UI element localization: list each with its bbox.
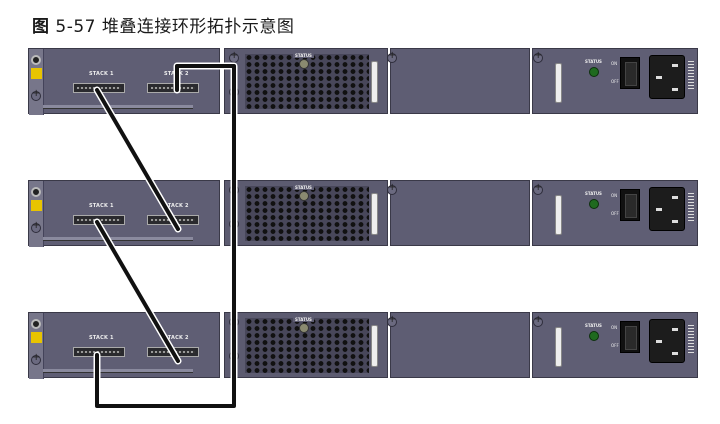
psu-handle[interactable] [555,195,562,235]
stack-port-1-label: STACK 1 [89,203,114,209]
switch-off-label: OFF [611,211,619,216]
psu-status-label: STATUS [585,59,602,64]
psu-handle[interactable] [555,63,562,103]
screw-icon [533,314,543,327]
fan-handle[interactable] [371,193,378,235]
rail [43,369,193,373]
power-module: STATUS ON OFF [532,180,698,246]
stack-module: STACK 1 STACK 2 [28,180,220,247]
warning-label-icon [31,68,42,79]
mounting-ear [29,313,44,379]
fan-module: STATUS [224,312,388,378]
switch-on-label: ON [611,193,618,198]
mounting-ear [29,49,44,115]
switch-on-label: ON [611,325,618,330]
psu-status-label: STATUS [585,191,602,196]
power-switch[interactable] [620,189,640,221]
blank-panel [387,48,530,114]
screw-icon [387,182,397,195]
blank-panel [387,312,530,378]
fan-handle[interactable] [371,325,378,367]
stack-port-2[interactable] [147,83,199,93]
screw-icon [387,314,397,327]
rail [43,105,193,109]
psu-status-led-icon [589,67,599,77]
power-switch[interactable] [620,57,640,89]
fan-status-label: STATUS [293,53,314,58]
psu-rating-label [688,193,694,223]
fan-status-led-icon [299,323,309,333]
fan-status-label: STATUS [293,317,314,322]
ground-screw-icon [31,55,41,65]
figure-number: 5-57 [55,17,96,37]
mounting-ear [29,181,44,247]
screw-icon [533,182,543,195]
switch-off-label: OFF [611,343,619,348]
psu-rating-label [688,325,694,355]
ground-screw-icon [31,187,41,197]
stack-port-1-label: STACK 1 [89,335,114,341]
screw-icon [533,50,543,63]
psu-status-label: STATUS [585,323,602,328]
cable-unit1-stack1-to-unit2-stack2 [95,88,180,231]
power-module: STATUS ON OFF [532,312,698,378]
figure-label: 图 [32,17,50,37]
stack-port-2-label: STACK 2 [164,203,189,209]
power-module: STATUS ON OFF [532,48,698,114]
switch-on-label: ON [611,61,618,66]
cable-unit3-stack1-to-unit1-stack2 [95,64,236,408]
rail [43,237,193,241]
switch-unit-1: STACK 1 STACK 2 STATUS STATUS ON OFF [28,48,698,115]
psu-status-led-icon [589,331,599,341]
fan-status-led-icon [299,191,309,201]
fan-status-label: STATUS [293,185,314,190]
fan-module: STATUS [224,180,388,246]
psu-rating-label [688,61,694,91]
figure-title: 堆叠连接环形拓扑示意图 [101,17,295,37]
psu-status-led-icon [589,199,599,209]
screw-icon [387,50,397,63]
blank-panel [387,180,530,246]
screw-icon [31,88,41,101]
fan-handle[interactable] [371,61,378,103]
fan-module: STATUS [224,48,388,114]
warning-label-icon [31,332,42,343]
ac-power-inlet-icon [649,319,685,363]
switch-off-label: OFF [611,79,619,84]
ac-power-inlet-icon [649,187,685,231]
stack-port-1-label: STACK 1 [89,71,114,77]
power-switch[interactable] [620,321,640,353]
psu-handle[interactable] [555,327,562,367]
figure-caption: 图 5-57 堆叠连接环形拓扑示意图 [32,12,294,37]
screw-icon [31,220,41,233]
stack-module: STACK 1 STACK 2 [28,48,220,115]
ground-screw-icon [31,319,41,329]
stack-port-2-label: STACK 2 [164,335,189,341]
ac-power-inlet-icon [649,55,685,99]
warning-label-icon [31,200,42,211]
switch-unit-2: STACK 1 STACK 2 STATUS STATUS ON OFF [28,180,698,247]
fan-status-led-icon [299,59,309,69]
cable-unit2-stack1-to-unit3-stack2 [95,220,180,363]
screw-icon [31,352,41,365]
